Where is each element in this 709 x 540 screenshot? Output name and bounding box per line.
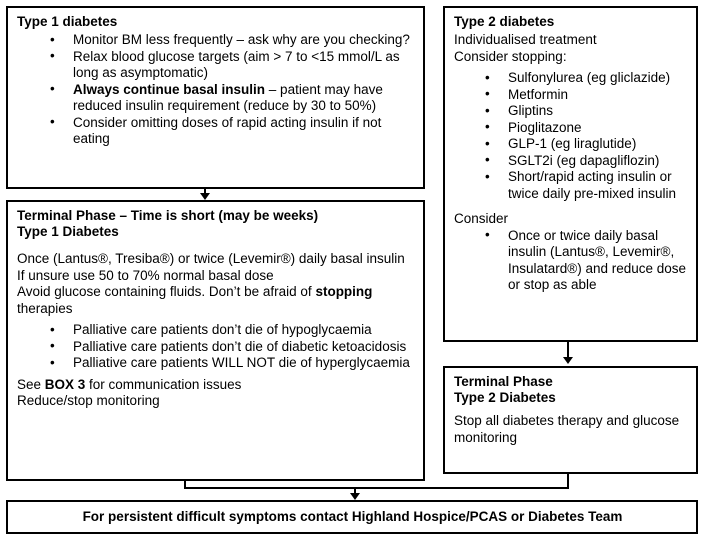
- box-terminal-phase-type-2: Terminal Phase Type 2 Diabetes Stop all …: [443, 366, 698, 474]
- box-type-2-title: Type 2 diabetes: [454, 14, 555, 29]
- box-footer-contact: For persistent difficult symptoms contac…: [6, 500, 698, 534]
- terminal-type-1-paragraph: Once (Lantus®, Tresiba®) or twice (Levem…: [17, 251, 405, 266]
- connector-type2-to-terminal-line: [567, 342, 569, 359]
- terminal-type-1-bullet-list: Palliative care patients don’t die of hy…: [17, 322, 415, 372]
- type-1-bullet-list: Monitor BM less frequently – ask why are…: [17, 32, 415, 148]
- box-type-2-diabetes: Type 2 diabetes Individualised treatment…: [443, 6, 698, 342]
- type-2-consider-label: Consider: [454, 211, 509, 226]
- type-2-intro-line: Consider stopping:: [454, 48, 567, 64]
- connector-type1-to-terminal-line: [204, 189, 206, 195]
- terminal-type-1-title-line-2: Type 1 Diabetes: [17, 224, 119, 239]
- list-item: Palliative care patients WILL NOT die of…: [17, 355, 415, 372]
- arrow-down-icon: [200, 193, 210, 200]
- terminal-type-2-title-line-2: Type 2 Diabetes: [454, 390, 556, 405]
- list-item: Consider omitting doses of rapid acting …: [17, 114, 415, 148]
- connector-horizontal-join: [184, 487, 569, 489]
- list-item: Gliptins: [454, 103, 688, 120]
- list-item: Once or twice daily basal insulin (Lantu…: [454, 227, 688, 294]
- connector-left-stub: [184, 481, 186, 489]
- terminal-type-2-title-line-1: Terminal Phase: [454, 374, 553, 389]
- list-item: Pioglitazone: [454, 119, 688, 137]
- footer-contact-text: For persistent difficult symptoms contac…: [82, 509, 623, 524]
- type-2-stop-list: Sulfonylurea (eg gliclazide) Metformin G…: [454, 70, 688, 202]
- box-type-1-diabetes: Type 1 diabetes Monitor BM less frequent…: [6, 6, 425, 189]
- list-item: Sulfonylurea (eg gliclazide): [454, 70, 688, 87]
- terminal-type-1-paragraph: If unsure use 50 to 70% normal basal dos…: [17, 267, 274, 283]
- list-item: Palliative care patients don’t die of hy…: [17, 322, 415, 339]
- spacer: [17, 242, 415, 251]
- spacer: [454, 202, 688, 211]
- terminal-type-1-footer-line: Reduce/stop monitoring: [17, 393, 160, 408]
- connector-right-stub: [567, 474, 569, 489]
- connector-to-footer-line: [354, 488, 356, 495]
- type-2-intro-line: Individualised treatment: [454, 32, 597, 47]
- terminal-type-1-footer-line: See BOX 3 for communication issues: [17, 376, 242, 392]
- terminal-type-1-paragraph: Avoid glucose containing fluids. Don’t b…: [17, 284, 373, 316]
- list-item: Relax blood glucose targets (aim > 7 to …: [17, 48, 415, 82]
- terminal-type-1-title-line-1: Terminal Phase – Time is short (may be w…: [17, 208, 319, 223]
- box-terminal-phase-type-1: Terminal Phase – Time is short (may be w…: [6, 200, 425, 481]
- arrow-down-icon: [563, 357, 573, 364]
- list-item: Always continue basal insulin – patient …: [17, 81, 415, 115]
- list-item: Short/rapid acting insulin or twice dail…: [454, 169, 688, 202]
- list-item: GLP-1 (eg liraglutide): [454, 136, 688, 153]
- arrow-down-icon: [350, 493, 360, 500]
- list-item: Metformin: [454, 86, 688, 104]
- list-item: Monitor BM less frequently – ask why are…: [17, 32, 415, 49]
- box-type-1-title: Type 1 diabetes: [17, 14, 118, 29]
- list-item: Palliative care patients don’t die of di…: [17, 338, 415, 356]
- terminal-type-2-body: Stop all diabetes therapy and glucose mo…: [454, 413, 680, 445]
- type-2-consider-list: Once or twice daily basal insulin (Lantu…: [454, 227, 688, 294]
- list-item: SGLT2i (eg dapagliflozin): [454, 152, 688, 170]
